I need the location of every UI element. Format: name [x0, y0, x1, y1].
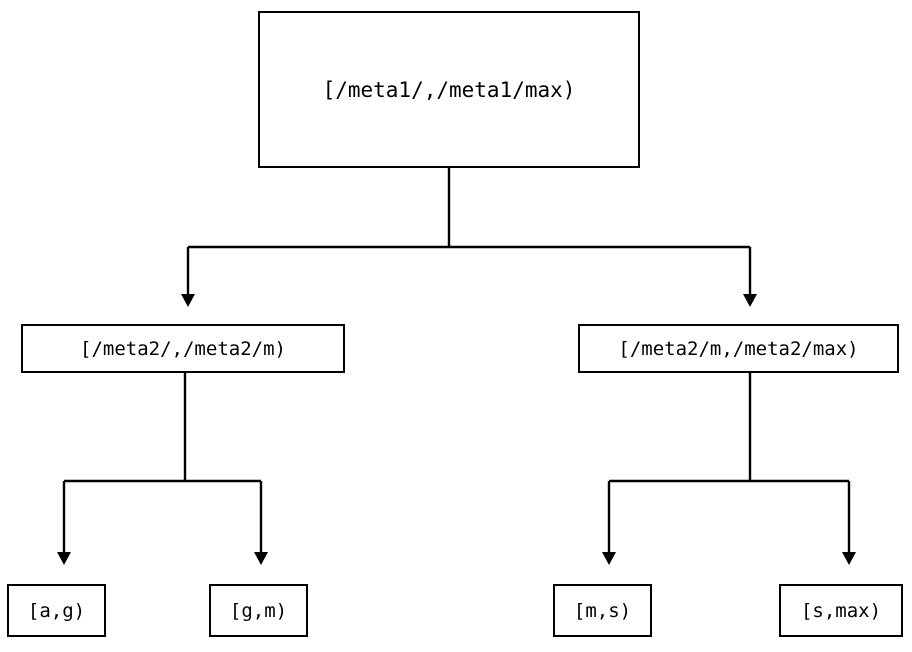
edge-meta2-right-to-children [602, 373, 856, 565]
node-meta2-left[interactable]: [/meta2/,/meta2/m) [21, 324, 345, 373]
node-leaf-ms-label: [m,s) [573, 599, 632, 622]
node-meta2-right[interactable]: [/meta2/m,/meta2/max) [578, 324, 899, 373]
edge-root-to-children [181, 168, 757, 307]
node-leaf-gm[interactable]: [g,m) [209, 584, 308, 637]
arrowhead-icon-leaf-ms [602, 552, 616, 565]
node-leaf-ag-label: [a,g) [27, 599, 86, 622]
node-root-label: [/meta1/,/meta1/max) [322, 77, 576, 102]
node-leaf-smax-label: [s,max) [800, 599, 882, 622]
edge-meta2-left-to-children [57, 373, 268, 565]
node-meta2-left-label: [/meta2/,/meta2/m) [80, 337, 286, 360]
arrowhead-icon-meta2-left [181, 294, 195, 307]
arrowhead-icon-leaf-ag [57, 552, 71, 565]
node-root[interactable]: [/meta1/,/meta1/max) [258, 11, 640, 168]
node-leaf-smax[interactable]: [s,max) [779, 584, 903, 637]
arrowhead-icon-leaf-gm [254, 552, 268, 565]
arrowhead-icon-meta2-right [743, 294, 757, 307]
node-meta2-right-label: [/meta2/m,/meta2/max) [618, 337, 859, 360]
node-leaf-ag[interactable]: [a,g) [7, 584, 106, 637]
arrowhead-icon-leaf-smax [842, 552, 856, 565]
node-leaf-gm-label: [g,m) [229, 599, 288, 622]
node-leaf-ms[interactable]: [m,s) [553, 584, 652, 637]
